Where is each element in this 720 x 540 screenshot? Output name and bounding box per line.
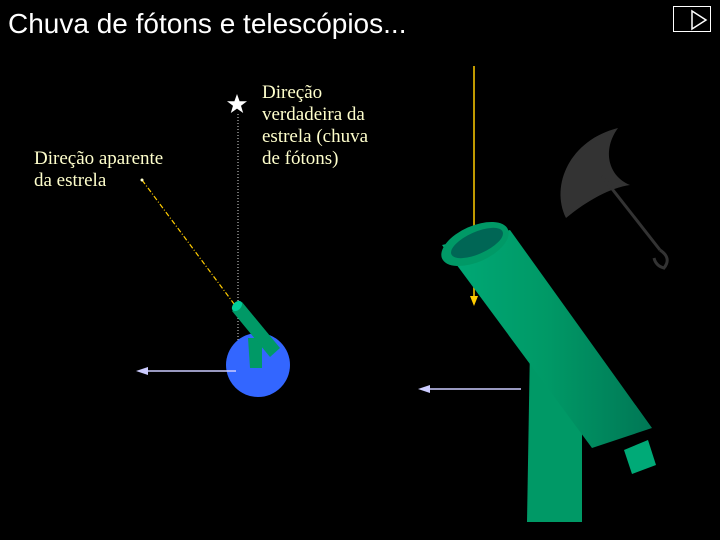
play-triangle-icon (691, 9, 708, 31)
slide-title: Chuva de fótons e telescópios... (8, 8, 407, 39)
umbrella-icon (560, 128, 669, 270)
apparent-direction-ray (141, 179, 244, 317)
earth-motion-arrow (136, 367, 236, 375)
apparent-direction-label: Direção aparente da estrela (34, 148, 164, 191)
large-telescope-icon (441, 221, 656, 474)
photon-ray-arrowhead (470, 296, 478, 306)
true-direction-label: Direção verdadeira da estrela (chuva de … (262, 82, 369, 169)
next-slide-button[interactable] (673, 6, 711, 32)
star-icon (227, 94, 247, 113)
apparent-direction-endpoint (140, 178, 144, 182)
telescope-motion-arrow (418, 385, 521, 393)
small-telescope-icon (231, 300, 280, 368)
